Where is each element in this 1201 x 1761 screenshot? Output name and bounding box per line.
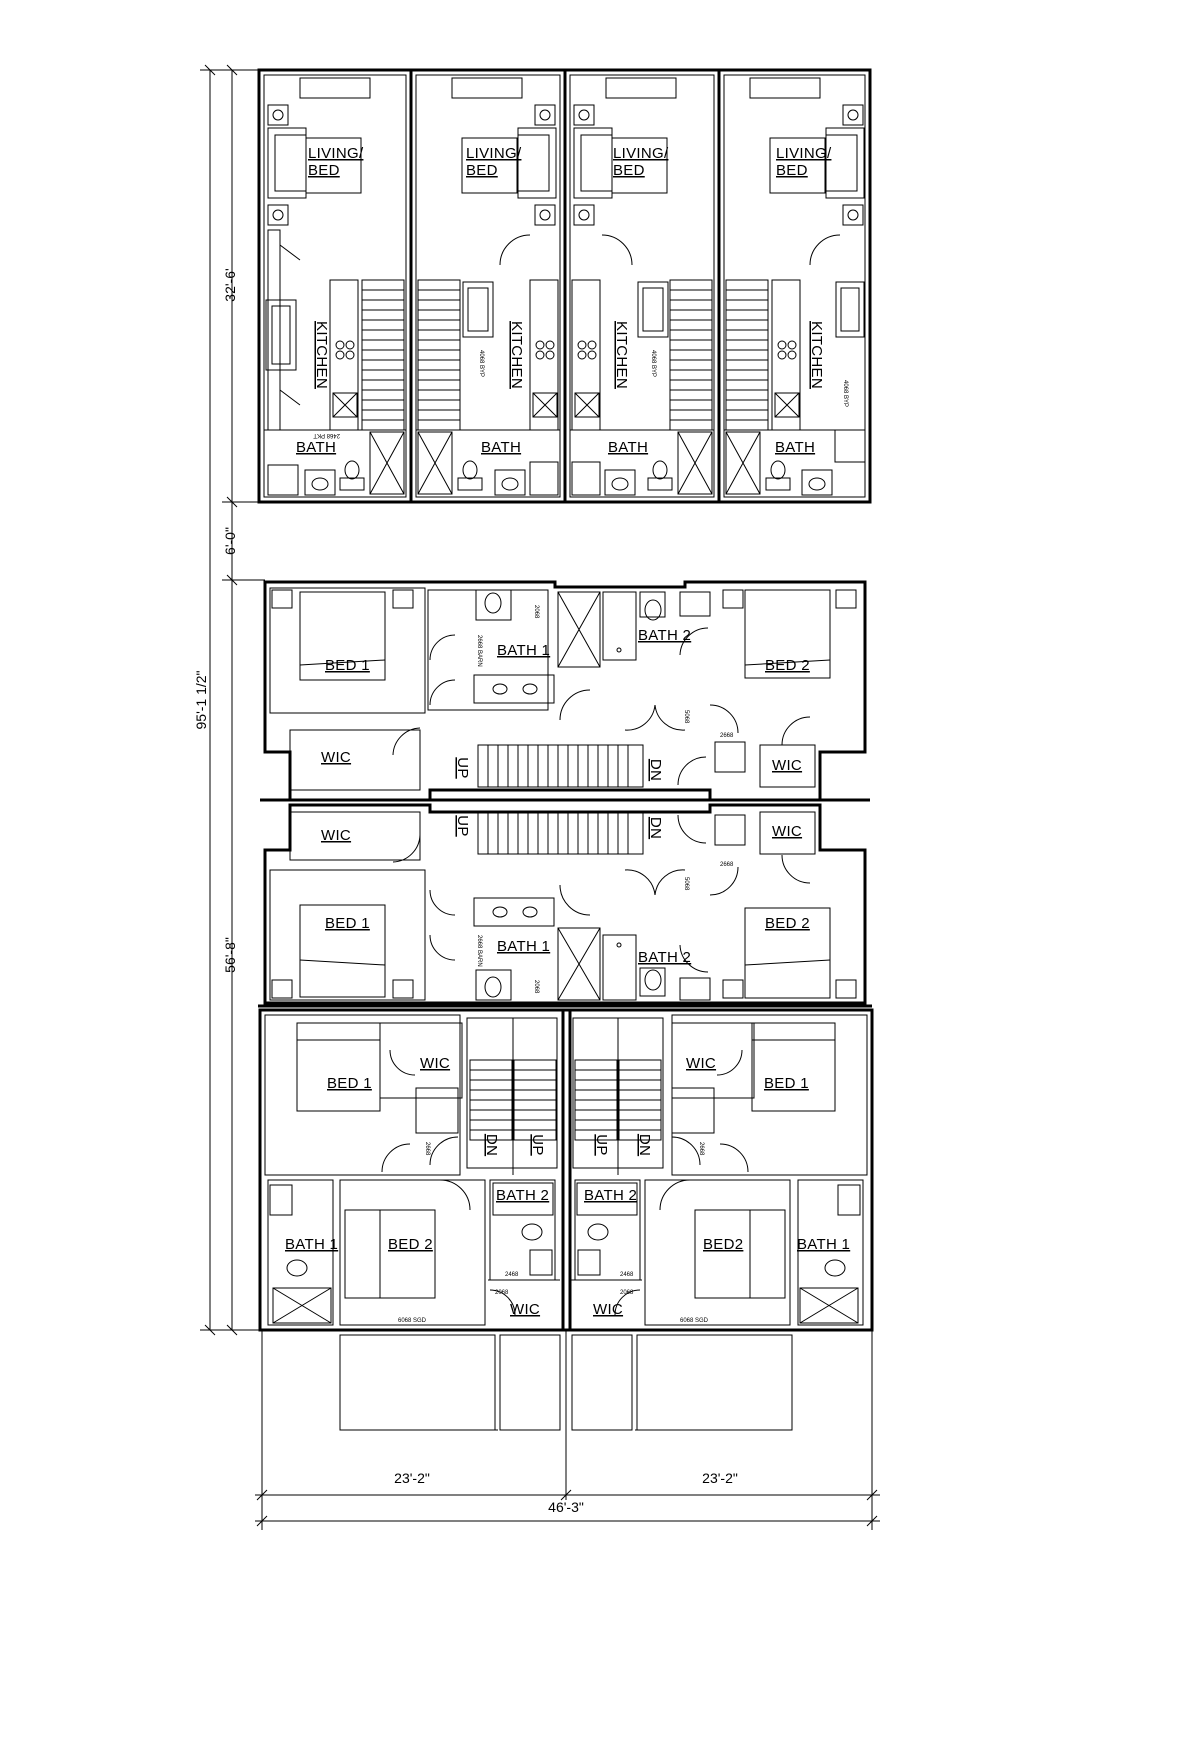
mid-top-wic-left: WIC [321,749,351,766]
mid-top-bed1-label: BED 1 [325,657,370,674]
mid-top-bath2-label: BATH 2 [638,627,691,644]
unit2-living-label-2: BED [466,162,498,179]
unit2-door-note: 4068 BYP [478,350,484,377]
mid-bot-bed2-label: BED 2 [765,915,810,932]
mid-top-wic-right: WIC [772,757,802,774]
unit3-kitchen-label: KITCHEN [613,321,630,389]
low-left-dn: DN [483,1134,500,1156]
studio-unit-4 [724,77,866,496]
unit3-bath-label: BATH [608,439,648,456]
dim-overall-width: 46'-3" [548,1499,584,1515]
low-left-door-2668: 2668 [424,1142,430,1156]
low-right-bed2-label: BED2 [703,1236,743,1253]
unit1-living-label-1: LIVING/ [308,145,364,162]
low-left-bath1-label: BATH 1 [285,1236,338,1253]
unit4-door-note: 4068 BYP [842,380,848,407]
low-right-wic-bottom: WIC [593,1301,623,1318]
horizontal-dimension-lines [255,1330,880,1530]
low-left-wic-label: WIC [420,1055,450,1072]
dim-upper-height: 32'-6' [222,268,238,301]
low-right-dn: DN [636,1134,653,1156]
dim-half-width-left: 23'-2" [394,1470,430,1486]
low-left-bath2-label: BATH 2 [496,1187,549,1204]
unit1-living-label-2: BED [308,162,340,179]
low-right-wic-label: WIC [686,1055,716,1072]
mid-top-bath1-label: BATH 1 [497,642,550,659]
low-right-door-2068: 2068 [620,1290,634,1296]
unit4-living-label-2: BED [776,162,808,179]
low-left-door-2468: 2468 [505,1272,519,1278]
studio-unit-3 [570,77,714,496]
studio-unit-2 [416,77,560,496]
low-right-bed1-label: BED 1 [764,1075,809,1092]
low-right-up: UP [593,1134,610,1155]
unit1-bath-label: BATH [296,439,336,456]
low-right-sgd: 6068 SGD [680,1318,709,1324]
unit2-kitchen-label: KITCHEN [508,321,525,389]
lower-unit-left [264,1014,561,1431]
vertical-dimension-lines [200,64,265,1336]
dim-lower-height: 56'-8" [222,937,238,973]
unit1-door-note: 2468 PKT [313,432,340,438]
dim-overall-height: 95'-1 1/2" [193,670,209,729]
lower-building: BED 1 WIC DN UP BATH 2 BATH 1 BED 2 WIC … [258,1004,874,1431]
low-left-door-2068: 2068 [495,1290,509,1296]
mid-bot-bath1-label: BATH 1 [497,938,550,955]
studio-unit-1 [264,77,406,496]
studio-building: LIVING/ BED KITCHEN BATH 2468 PKT [257,68,872,504]
mid-top-up: UP [454,757,471,778]
mid-bot-door-2068: 2068 [533,980,539,994]
unit4-bath-label: BATH [775,439,815,456]
mid-top-door-2668: 2668 [720,733,734,739]
mid-bot-wic-right: WIC [772,823,802,840]
low-right-bath1-label: BATH 1 [797,1236,850,1253]
mid-top-door-5068: 5068 [683,710,689,724]
unit3-door-note: 4068 BYP [650,350,656,377]
low-left-bed2-label: BED 2 [388,1236,433,1253]
middle-building: BED 1 BATH 1 BATH 2 BED 2 WIC WIC UP DN … [260,580,870,1005]
low-left-bed1-label: BED 1 [327,1075,372,1092]
mid-top-bed2-label: BED 2 [765,657,810,674]
low-left-up: UP [529,1134,546,1155]
middle-unit-bottom [269,811,857,1001]
mid-bot-bed1-label: BED 1 [325,915,370,932]
low-right-door-2468: 2468 [620,1272,634,1278]
unit4-kitchen-label: KITCHEN [808,321,825,389]
lower-unit-right [570,1014,868,1431]
low-left-wic-bottom: WIC [510,1301,540,1318]
mid-bot-door-5068: 5068 [683,877,689,891]
mid-bot-dn: DN [647,817,664,839]
low-left-sgd: 6068 SGD [398,1318,427,1324]
mid-bot-wic-left: WIC [321,827,351,844]
mid-top-door-2068: 2068 [533,605,539,619]
dim-half-width-right: 23'-2" [702,1470,738,1486]
unit2-living-label-1: LIVING/ [466,145,522,162]
unit2-bath-label: BATH [481,439,521,456]
unit3-living-label-1: LIVING/ [613,145,669,162]
low-right-door-2668: 2668 [698,1142,704,1156]
mid-top-door-barn: 2668 BARN [476,635,482,667]
dim-gap: 6'-0" [222,527,238,555]
unit1-kitchen-label: KITCHEN [313,321,330,389]
unit4-living-label-1: LIVING/ [776,145,832,162]
mid-bot-door-barn: 2668 BARN [476,935,482,967]
unit3-living-label-2: BED [613,162,645,179]
middle-unit-top [269,587,857,791]
mid-bot-up: UP [454,815,471,836]
mid-bot-bath2-label: BATH 2 [638,949,691,966]
mid-bot-door-2668: 2668 [720,862,734,868]
mid-top-dn: DN [647,759,664,781]
low-right-bath2-label: BATH 2 [584,1187,637,1204]
